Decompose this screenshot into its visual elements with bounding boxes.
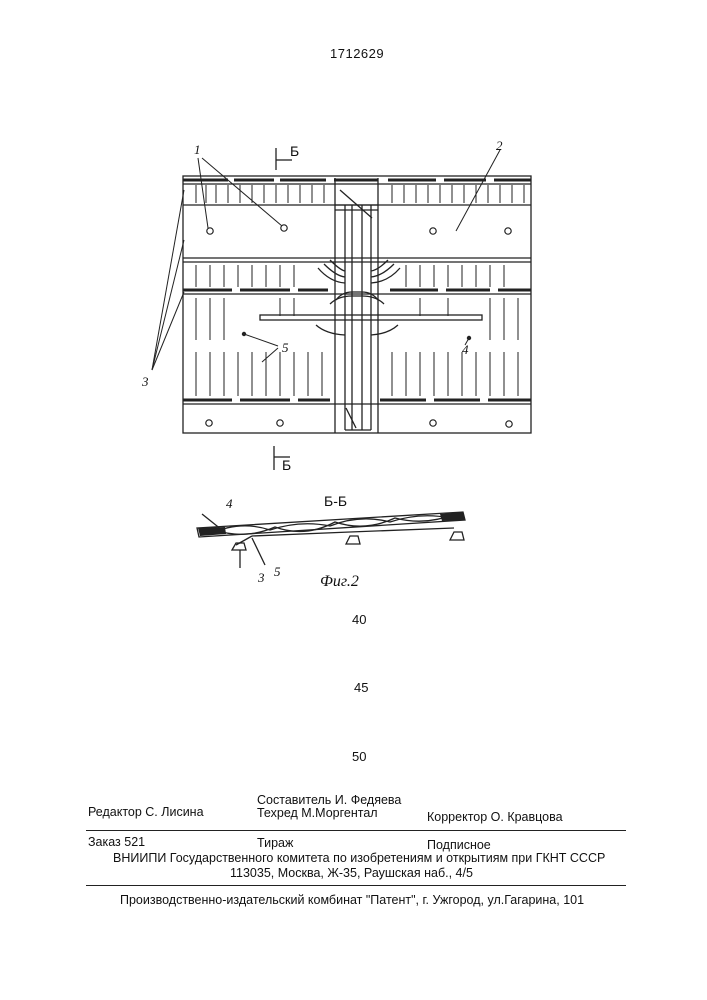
mid-ticks [196,265,518,340]
section-callout-4: 4 [226,496,233,511]
top-ticks [196,185,524,203]
section-title: Б-Б [324,493,347,509]
panel-frame [183,176,531,433]
imprint-order: Заказ 521 [88,835,145,849]
line-number-50: 50 [352,749,366,764]
line-number-40: 40 [352,612,366,627]
section-callout-3: 3 [257,570,265,585]
figure-caption: Фиг.2 [320,573,359,590]
leader-lines [152,150,500,370]
callout-2: 2 [496,138,503,153]
section-drawing [197,512,465,568]
callout-1: 1 [194,142,201,157]
callout-5: 5 [282,340,289,355]
imprint-institute: ВНИИПИ Государственного комитета по изоб… [113,851,605,865]
imprint-address: 113035, Москва, Ж-35, Раушская наб., 4/5 [230,866,473,880]
center-channel [335,178,378,433]
line-number-45: 45 [354,680,368,695]
imprint-rule-top [86,830,626,831]
imprint-editor: Редактор С. Лисина [88,805,204,819]
patent-drawing: 1 2 3 4 5 4 3 5 Б Б Б-Б Фиг.2 [0,0,707,620]
section-callout-5: 5 [274,564,281,579]
imprint-publisher: Производственно-издательский комбинат "П… [120,893,584,907]
callout-3: 3 [141,374,149,389]
lower-ticks [196,352,518,396]
section-mark-label-bottom: Б [282,457,291,473]
section-mark-label-top: Б [290,143,299,159]
pipe-arcs [316,260,400,335]
mount-points [206,225,512,427]
imprint-techred: Техред М.Моргентал [257,806,378,820]
imprint-subscription: Подписное [427,838,491,852]
imprint-compiler: Составитель И. Федяева [257,793,401,807]
callout-4: 4 [462,342,469,357]
imprint-circulation: Тираж [257,836,293,850]
imprint-rule-bottom [86,885,626,886]
imprint-corrector: Корректор О. Кравцова [427,810,563,824]
